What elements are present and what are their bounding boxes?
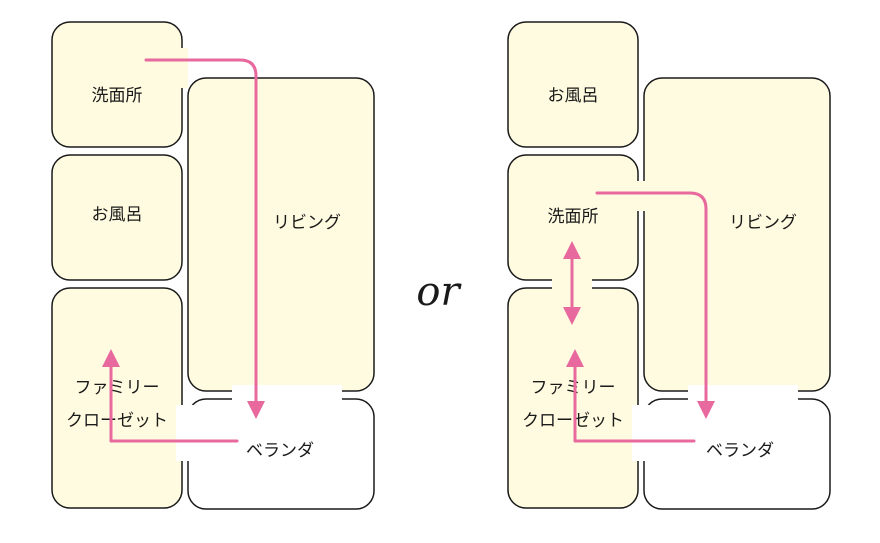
label-closet-line2: クローゼット [66,411,168,431]
label-bath: お風呂 [548,86,599,106]
label-living: リビング [273,213,341,233]
route-veranda-to-closet [102,349,239,443]
room-bath [51,154,183,281]
room-closet [507,287,639,509]
route-washroom-to-veranda [595,191,715,419]
room-living [643,77,831,392]
label-bath: お風呂 [92,205,143,225]
label-washroom: 洗面所 [92,86,143,106]
label-closet-line1: ファミリー [531,378,616,398]
room-living [187,77,375,392]
doorway-living-veranda [232,385,342,405]
room-washroom [51,21,183,148]
or-separator: or [416,269,462,315]
label-living: リビング [729,213,797,233]
plan-left: 洗面所 お風呂 リビング ファミリー クローゼット ベランダ [51,21,375,510]
plan-right: お風呂 洗面所 リビング ファミリー クローゼット ベランダ [507,21,831,510]
route-veranda-to-closet [566,349,696,443]
doorway-living-veranda [688,385,798,405]
doorway-closet-veranda [176,405,194,461]
doorway-closet-veranda [632,405,650,461]
doorway-washroom-living [176,48,188,88]
label-veranda: ベランダ [706,441,774,461]
label-veranda: ベランダ [246,441,314,461]
room-closet [51,287,183,509]
route-washroom-to-veranda [144,58,265,419]
label-closet-line1: ファミリー [75,378,160,398]
doorway-washroom-living [632,181,650,211]
room-bath [507,21,639,148]
label-closet-line2: クローゼット [522,411,624,431]
label-washroom: 洗面所 [548,207,599,227]
